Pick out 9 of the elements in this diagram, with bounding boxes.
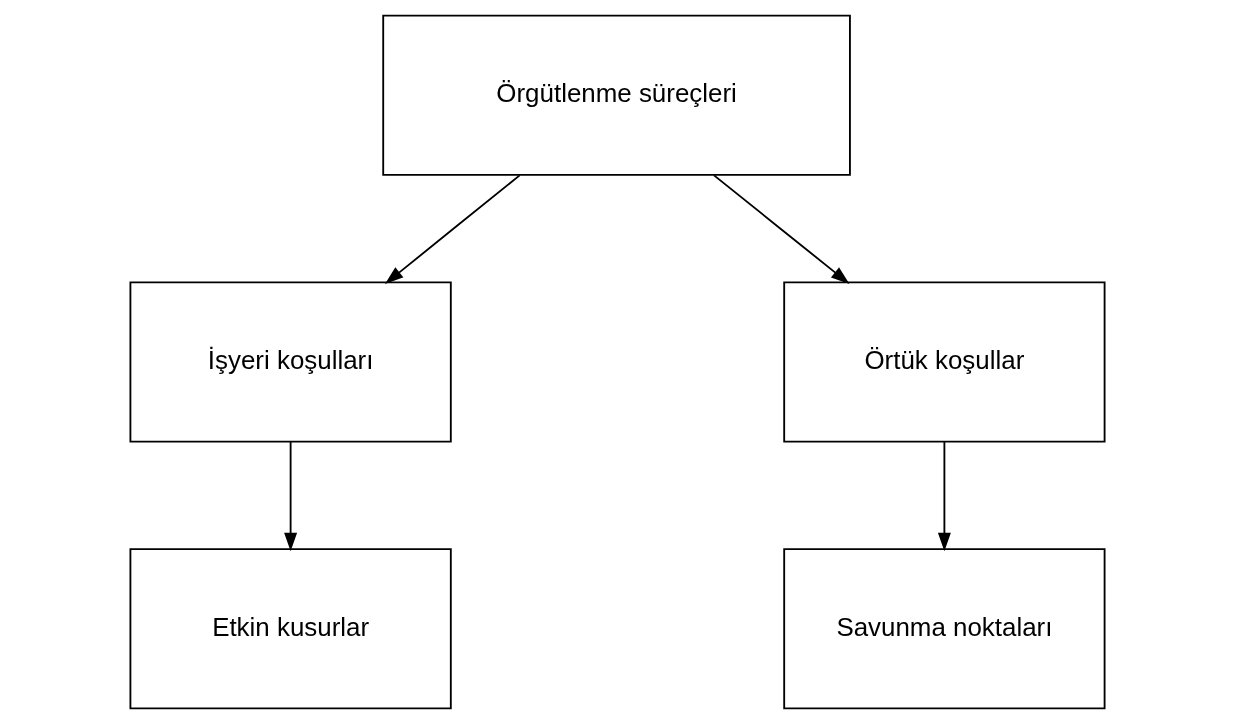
node-box: Etkin kusurlar (129, 548, 452, 710)
node-box: Savunma noktaları (783, 548, 1106, 710)
arrow (937, 441, 951, 552)
arrow (284, 441, 298, 552)
arrow (384, 174, 521, 284)
node-box: İşyeri koşulları (129, 281, 452, 443)
node-box: Örtük koşullar (783, 281, 1106, 443)
node-box: Örgütlenme süreçleri (382, 14, 851, 176)
arrow (713, 174, 850, 284)
